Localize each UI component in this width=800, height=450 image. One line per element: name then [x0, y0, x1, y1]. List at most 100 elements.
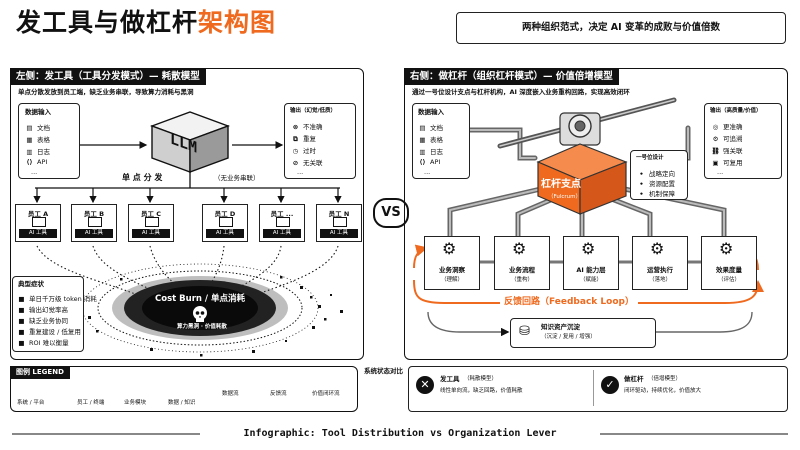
design-item: •资源配置 [639, 180, 675, 188]
employee-ai-tool: AI 工具 [132, 229, 170, 238]
symptoms-box: 典型症状 ■单日千万级 token 消耗 ■输出幻觉率高 ■缺乏业务协同 ■重复… [12, 276, 97, 352]
right-output-more: ... [717, 168, 724, 176]
blackhole-graphic [70, 263, 343, 357]
warning-icon: ■ [18, 295, 25, 303]
left-input-table: ▦表格 [26, 136, 50, 144]
terminal-icon [32, 217, 46, 227]
employee-n: 员工 N AI 工具 [316, 204, 362, 242]
terminal-icon [219, 217, 233, 227]
employee-ai-tool: AI 工具 [320, 229, 358, 238]
gear-icon: ⚙ [442, 239, 457, 258]
legend-employee: 员工 / 终端 [77, 400, 105, 406]
employee-ai-tool: AI 工具 [19, 229, 57, 238]
left-output-item: ⊘无关联 [292, 159, 323, 167]
log-icon: ▥ [26, 148, 33, 156]
feedback-loop-label: 反馈回路（Feedback Loop） [500, 298, 638, 307]
knowledge-title: 知识资产沉淀 [541, 323, 580, 331]
status-divider [593, 370, 594, 406]
legend-data: 数据 / 知识 [168, 400, 196, 406]
status-left-line: 线性单向流，缺乏回路，价值耗散 [440, 388, 523, 394]
left-panel-header: 左侧：发工具（工具分发模式）— 耗散模型 [10, 68, 206, 85]
employee-d: 员工 D AI 工具 [202, 204, 248, 242]
legend-system: 系统 / 平台 [17, 400, 45, 406]
employee-ai-tool: AI 工具 [75, 229, 113, 238]
terminal-icon [333, 217, 347, 227]
left-output-box: 输出（幻觉/低质） ⊗不准确 ⧉重复 ◷过时 ⊘无关联 ... [284, 103, 356, 179]
dispatch-label: 单 点 分 发 [122, 173, 163, 182]
design-item: •机制保障 [639, 190, 675, 198]
left-output-more: ... [297, 168, 304, 176]
api-icon: ⟨⟩ [26, 158, 33, 166]
fulcrum-block [536, 143, 628, 215]
design-box: 一号位设计 •战略定向 •资源配置 •机制保障 [630, 150, 688, 200]
module-ai-capability: ⚙ AI 能力层 （赋能） [563, 236, 619, 290]
dispatch-arrows [33, 188, 342, 204]
gear-icon: ⚙ [512, 239, 527, 258]
right-input-log: ▥日志 [419, 148, 443, 156]
table-icon: ▦ [419, 136, 426, 144]
duplicate-icon: ⧉ [293, 135, 298, 143]
status-right-title: 做杠杆 [624, 375, 644, 383]
warning-icon: ■ [18, 328, 25, 336]
trace-icon: ⚙ [712, 135, 719, 143]
blackhole-subtitle: 算力黑洞 · 价值耗散 [177, 324, 227, 330]
gear-icon: ⚙ [719, 239, 734, 258]
left-input-api: ⟨⟩API [26, 158, 48, 166]
skull-icon [193, 306, 207, 322]
employee-a: 员工 A AI 工具 [15, 204, 61, 242]
right-input-box: 数据输入 ▤文档 ▦表格 ▥日志 ⟨⟩API ... [412, 103, 470, 179]
symptom-item: ■重复建设 / 低复用 [18, 328, 81, 336]
design-title: 一号位设计 [636, 155, 664, 161]
symptom-item: ■ROI 难以衡量 [18, 339, 69, 347]
employee-b: 员工 B AI 工具 [71, 204, 117, 242]
status-left-tag: （耗散模型） [464, 376, 498, 382]
subtitle-box: 两种组织范式，决定 AI 变革的成败与价值倍数 [456, 12, 786, 44]
right-panel-header: 右侧：做杠杆（组织杠杆模式）— 价值倍增模型 [404, 68, 619, 85]
reuse-icon: ▣ [712, 159, 719, 167]
symptom-item: ■输出幻觉率高 [18, 306, 68, 314]
title-prefix: 发工具与做杠杆 [16, 8, 199, 37]
document-icon: ▤ [26, 124, 33, 132]
legend-title: 图例 LEGEND [10, 366, 70, 379]
terminal-icon [145, 217, 159, 227]
left-output-item: ⧉重复 [291, 133, 316, 144]
log-icon: ▥ [419, 148, 426, 156]
unlink-icon: ⊘ [292, 159, 299, 167]
x-circle-icon: ⊗ [292, 123, 299, 131]
right-input-api: ⟨⟩API [419, 158, 441, 166]
employee-ai-tool: AI 工具 [263, 229, 301, 238]
knowledge-loop [427, 311, 753, 337]
module-business-insight: ⚙ 业务洞察 （理解） [424, 236, 480, 290]
employee-more: 员工 ... AI 工具 [259, 204, 305, 242]
llm-cube-icon [149, 111, 231, 174]
status-right-tag: （倍增模型） [648, 376, 682, 382]
right-input-title: 数据输入 [418, 108, 444, 116]
left-input-box: 数据输入 ▤文档 ▦表格 ▥日志 ⟨⟩API ... [18, 103, 80, 179]
left-output-title: 输出（幻觉/低质） [290, 108, 337, 114]
terminal-icon [88, 217, 102, 227]
right-output-item: ⚙可追溯 [712, 135, 743, 143]
fulcrum-title: 杠杆支点 [541, 179, 581, 190]
clock-icon: ◷ [292, 147, 299, 155]
right-output-box: 输出（高质量/价值） ◎更准确 ⚙可追溯 ⛓强关联 ▣可复用 ... [704, 103, 782, 179]
status-right-line: 闭环驱动，持续优化，价值放大 [624, 388, 702, 394]
symptoms-title: 典型症状 [18, 280, 44, 288]
gear-icon: ⚙ [650, 239, 665, 258]
legend-module: 业务模块 [124, 400, 147, 406]
warning-icon: ■ [18, 306, 25, 314]
right-output-item: ▣可复用 [712, 159, 743, 167]
legend-data-flow: 数据流 [222, 391, 239, 397]
left-input-more: ... [31, 168, 38, 176]
right-input-doc: ▤文档 [419, 124, 443, 132]
warning-icon: ■ [18, 317, 25, 325]
symptom-item: ■缺乏业务协同 [18, 317, 68, 325]
fulcrum-subtitle: （Fulcrum） [548, 194, 582, 200]
right-output-item: ◎更准确 [712, 123, 743, 131]
page-title: 发工具与做杠杆架构图 [16, 10, 276, 35]
right-input-table: ▦表格 [419, 136, 443, 144]
api-icon: ⟨⟩ [419, 158, 426, 166]
title-highlight: 架构图 [198, 8, 277, 37]
module-operations: ⚙ 运营执行 （落地） [632, 236, 688, 290]
vs-badge: VS [373, 198, 409, 228]
